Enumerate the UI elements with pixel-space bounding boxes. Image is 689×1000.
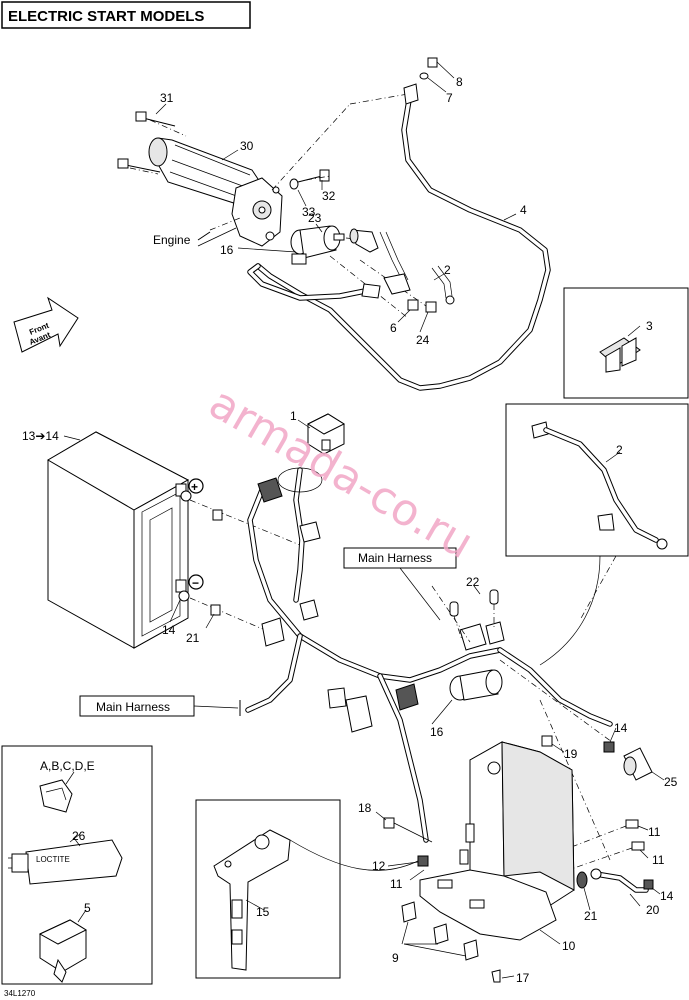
callout-19: 19 (564, 747, 578, 761)
main-harness (239, 467, 613, 843)
nut-14-right (603, 741, 615, 753)
callout-3: 3 (646, 319, 653, 333)
fastener-17 (491, 969, 501, 983)
bracket-15-detail (195, 799, 421, 979)
grommet-22 (449, 589, 499, 617)
callout-10: 10 (562, 939, 576, 953)
watermark: armada-co.ru (201, 377, 482, 569)
boot-23 (349, 228, 379, 253)
callout-8: 8 (456, 75, 463, 89)
callout-30: 30 (240, 139, 254, 153)
cable-20 (590, 868, 649, 893)
callout-1: 1 (290, 409, 297, 423)
callout-31: 31 (160, 91, 174, 105)
callout-14-lower: 14 (660, 889, 674, 903)
callout-5: 5 (84, 901, 91, 915)
main-harness-label-box-2: Main Harness (79, 695, 239, 717)
main-harness-label-2: Main Harness (96, 700, 170, 714)
cable-2-top (379, 231, 455, 305)
callout-9: 9 (392, 951, 399, 965)
callout-4: 4 (520, 203, 527, 217)
callout-33: 33 (302, 205, 316, 219)
starter-cable (247, 263, 381, 301)
callouts: 31 30 16 23 33 32 8 7 4 2 6 24 3 1 2 14 … (72, 75, 678, 985)
callout-16-top: 16 (220, 243, 234, 257)
callout-14-right: 14 (614, 721, 628, 735)
callout-23: 23 (308, 211, 322, 225)
tube-brand-text: LOCTITE (36, 855, 70, 864)
positive-terminal-label: + (191, 480, 198, 494)
callout-16-lower: 16 (430, 725, 444, 739)
nut-24 (425, 301, 437, 313)
callout-7: 7 (446, 91, 453, 105)
leader-lines (63, 103, 665, 979)
kit-box: LOCTITE (1, 745, 153, 985)
boot-25 (623, 747, 653, 781)
negative-terminal-label: − (192, 576, 199, 590)
callout-22: 22 (466, 575, 480, 589)
callout-2-top: 2 (444, 263, 451, 277)
callout-12: 12 (372, 859, 386, 873)
relay-1 (306, 413, 346, 455)
front-arrow: Front Avant (13, 296, 79, 353)
battery-range-label: 13➔14 (22, 429, 59, 443)
screws-11 (573, 819, 645, 869)
screw-18 (383, 817, 433, 843)
callout-32: 32 (322, 189, 336, 203)
callout-15: 15 (256, 905, 270, 919)
nut-8 (427, 57, 455, 79)
callout-21-right: 21 (584, 909, 598, 923)
callout-6: 6 (390, 321, 397, 335)
page-title: ELECTRIC START MODELS (8, 8, 204, 25)
kit-letters-label: A,B,C,D,E (40, 759, 95, 773)
callout-25: 25 (664, 775, 678, 789)
callout-2-detail: 2 (616, 443, 623, 457)
engine-label: Engine (153, 233, 191, 247)
callout-14-battery: 14 (162, 623, 176, 637)
callout-18: 18 (358, 801, 372, 815)
washer-7 (419, 72, 447, 93)
engine-arrow (197, 231, 211, 241)
solenoid-16-lower (449, 669, 503, 701)
callout-26: 26 (72, 829, 86, 843)
cable-4 (255, 83, 551, 391)
clip-19 (541, 735, 553, 747)
main-harness-label-box-1: Main Harness (343, 547, 457, 621)
starter-motor (117, 111, 283, 247)
battery-bracket (419, 741, 575, 941)
callout-24: 24 (416, 333, 430, 347)
nut-14-lower (643, 879, 654, 890)
positive-terminal-icon (188, 478, 204, 494)
callout-11-lower: 11 (652, 853, 665, 867)
drawing-number: 34L1270 (4, 989, 36, 998)
negative-terminal-icon (188, 574, 204, 590)
callout-11-upper: 11 (648, 825, 661, 839)
title-box: ELECTRIC START MODELS (1, 1, 251, 29)
callout-17: 17 (516, 971, 530, 985)
bolt-32 (289, 169, 330, 190)
spacers-9 (401, 901, 479, 961)
nut-12 (417, 855, 429, 867)
cable-2-detail-box (505, 403, 689, 557)
main-harness-label-1: Main Harness (358, 551, 432, 565)
solenoid-16-top (290, 225, 345, 265)
callout-11-left: 11 (390, 877, 403, 891)
callout-21-battery: 21 (186, 631, 200, 645)
callout-20: 20 (646, 903, 660, 917)
nut-6 (407, 299, 419, 311)
fuse-detail-box (563, 287, 689, 399)
nut-21-right (576, 871, 588, 889)
battery: + − (47, 431, 204, 649)
